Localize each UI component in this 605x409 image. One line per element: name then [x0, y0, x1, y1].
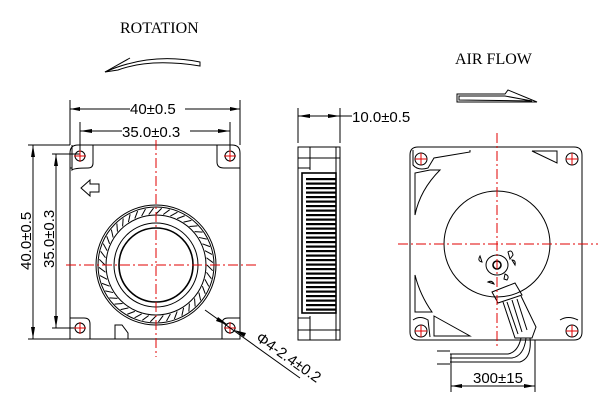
hole-spec-dim: Φ4-2.4±0.2 — [253, 329, 324, 386]
fin — [306, 259, 336, 262]
cable-length-dim: 300±15 — [473, 370, 523, 387]
impeller-blades — [98, 207, 214, 323]
fin — [306, 236, 336, 239]
fin — [306, 200, 336, 203]
fin — [306, 245, 336, 248]
fin — [306, 218, 336, 221]
rotation-label: ROTATION — [120, 20, 199, 37]
height-outer-dim: 40.0±0.5 — [18, 212, 35, 270]
side-view: 10.0±0.5 — [297, 108, 410, 341]
fin — [306, 223, 336, 226]
blade — [99, 275, 108, 280]
blade — [189, 225, 198, 227]
blade — [105, 290, 114, 294]
blade — [183, 219, 192, 223]
fin — [306, 295, 336, 298]
front-view: 40±0.5 35.0±0.3 40.0±0.5 35.0±0.3 — [18, 100, 324, 386]
fin — [306, 304, 336, 307]
fin — [306, 263, 336, 266]
blade — [101, 282, 110, 287]
blade — [109, 297, 118, 299]
fin — [306, 191, 336, 194]
height-holes-dim: 35.0±0.3 — [41, 210, 58, 268]
blade — [206, 257, 214, 263]
blade — [206, 264, 214, 272]
blade — [141, 315, 150, 321]
blade — [162, 209, 171, 215]
fin — [306, 250, 336, 253]
blade — [158, 315, 164, 323]
fin — [306, 241, 336, 244]
blade — [173, 311, 178, 320]
blade — [134, 210, 139, 219]
fin — [306, 286, 336, 289]
fin — [306, 196, 336, 199]
blade — [201, 286, 206, 294]
fin — [306, 187, 336, 190]
blade — [204, 250, 213, 255]
width-outer-dim: 40±0.5 — [130, 101, 176, 118]
blade — [127, 214, 131, 223]
blade — [134, 313, 142, 319]
fin — [306, 290, 336, 293]
rotation-arrow-icon — [104, 57, 201, 73]
thickness-dim: 10.0±0.5 — [352, 109, 410, 126]
blade — [102, 243, 108, 251]
blade — [122, 218, 124, 227]
fin — [306, 308, 336, 311]
blade — [116, 223, 118, 232]
fin — [306, 254, 336, 257]
blade — [181, 307, 185, 316]
blade — [177, 215, 185, 220]
blade — [106, 236, 111, 244]
fin — [306, 205, 336, 208]
fin — [306, 182, 336, 185]
blade — [155, 207, 163, 215]
blade — [198, 236, 207, 240]
blade — [149, 315, 157, 323]
blade — [202, 243, 211, 248]
fin — [306, 232, 336, 235]
blade — [198, 292, 202, 301]
blade — [98, 258, 106, 266]
fin — [306, 214, 336, 217]
air-flow-label: AIR FLOW — [455, 51, 533, 68]
air-flow-arrow-icon — [456, 89, 538, 103]
fin — [306, 227, 336, 230]
blade — [141, 208, 146, 217]
width-holes-dim: 35.0±0.3 — [122, 124, 180, 141]
blade — [194, 231, 203, 233]
blade — [166, 313, 171, 322]
blade — [120, 307, 129, 311]
side-fins — [306, 178, 336, 311]
blade — [148, 207, 154, 215]
fin — [306, 268, 336, 271]
blade — [170, 211, 178, 217]
blade — [98, 267, 106, 273]
blade — [110, 229, 114, 238]
blade — [194, 298, 196, 307]
direction-arrow-icon — [80, 178, 100, 198]
blade — [206, 271, 212, 280]
fin — [306, 209, 336, 212]
fin — [306, 272, 336, 275]
fin — [306, 281, 336, 284]
back-view: 300±15 — [398, 133, 598, 392]
blade — [204, 279, 210, 287]
fin — [306, 299, 336, 302]
fin — [306, 277, 336, 280]
blade — [188, 303, 190, 312]
blade — [127, 310, 135, 315]
fin — [306, 178, 336, 181]
blade — [100, 250, 106, 259]
blade — [114, 303, 123, 305]
